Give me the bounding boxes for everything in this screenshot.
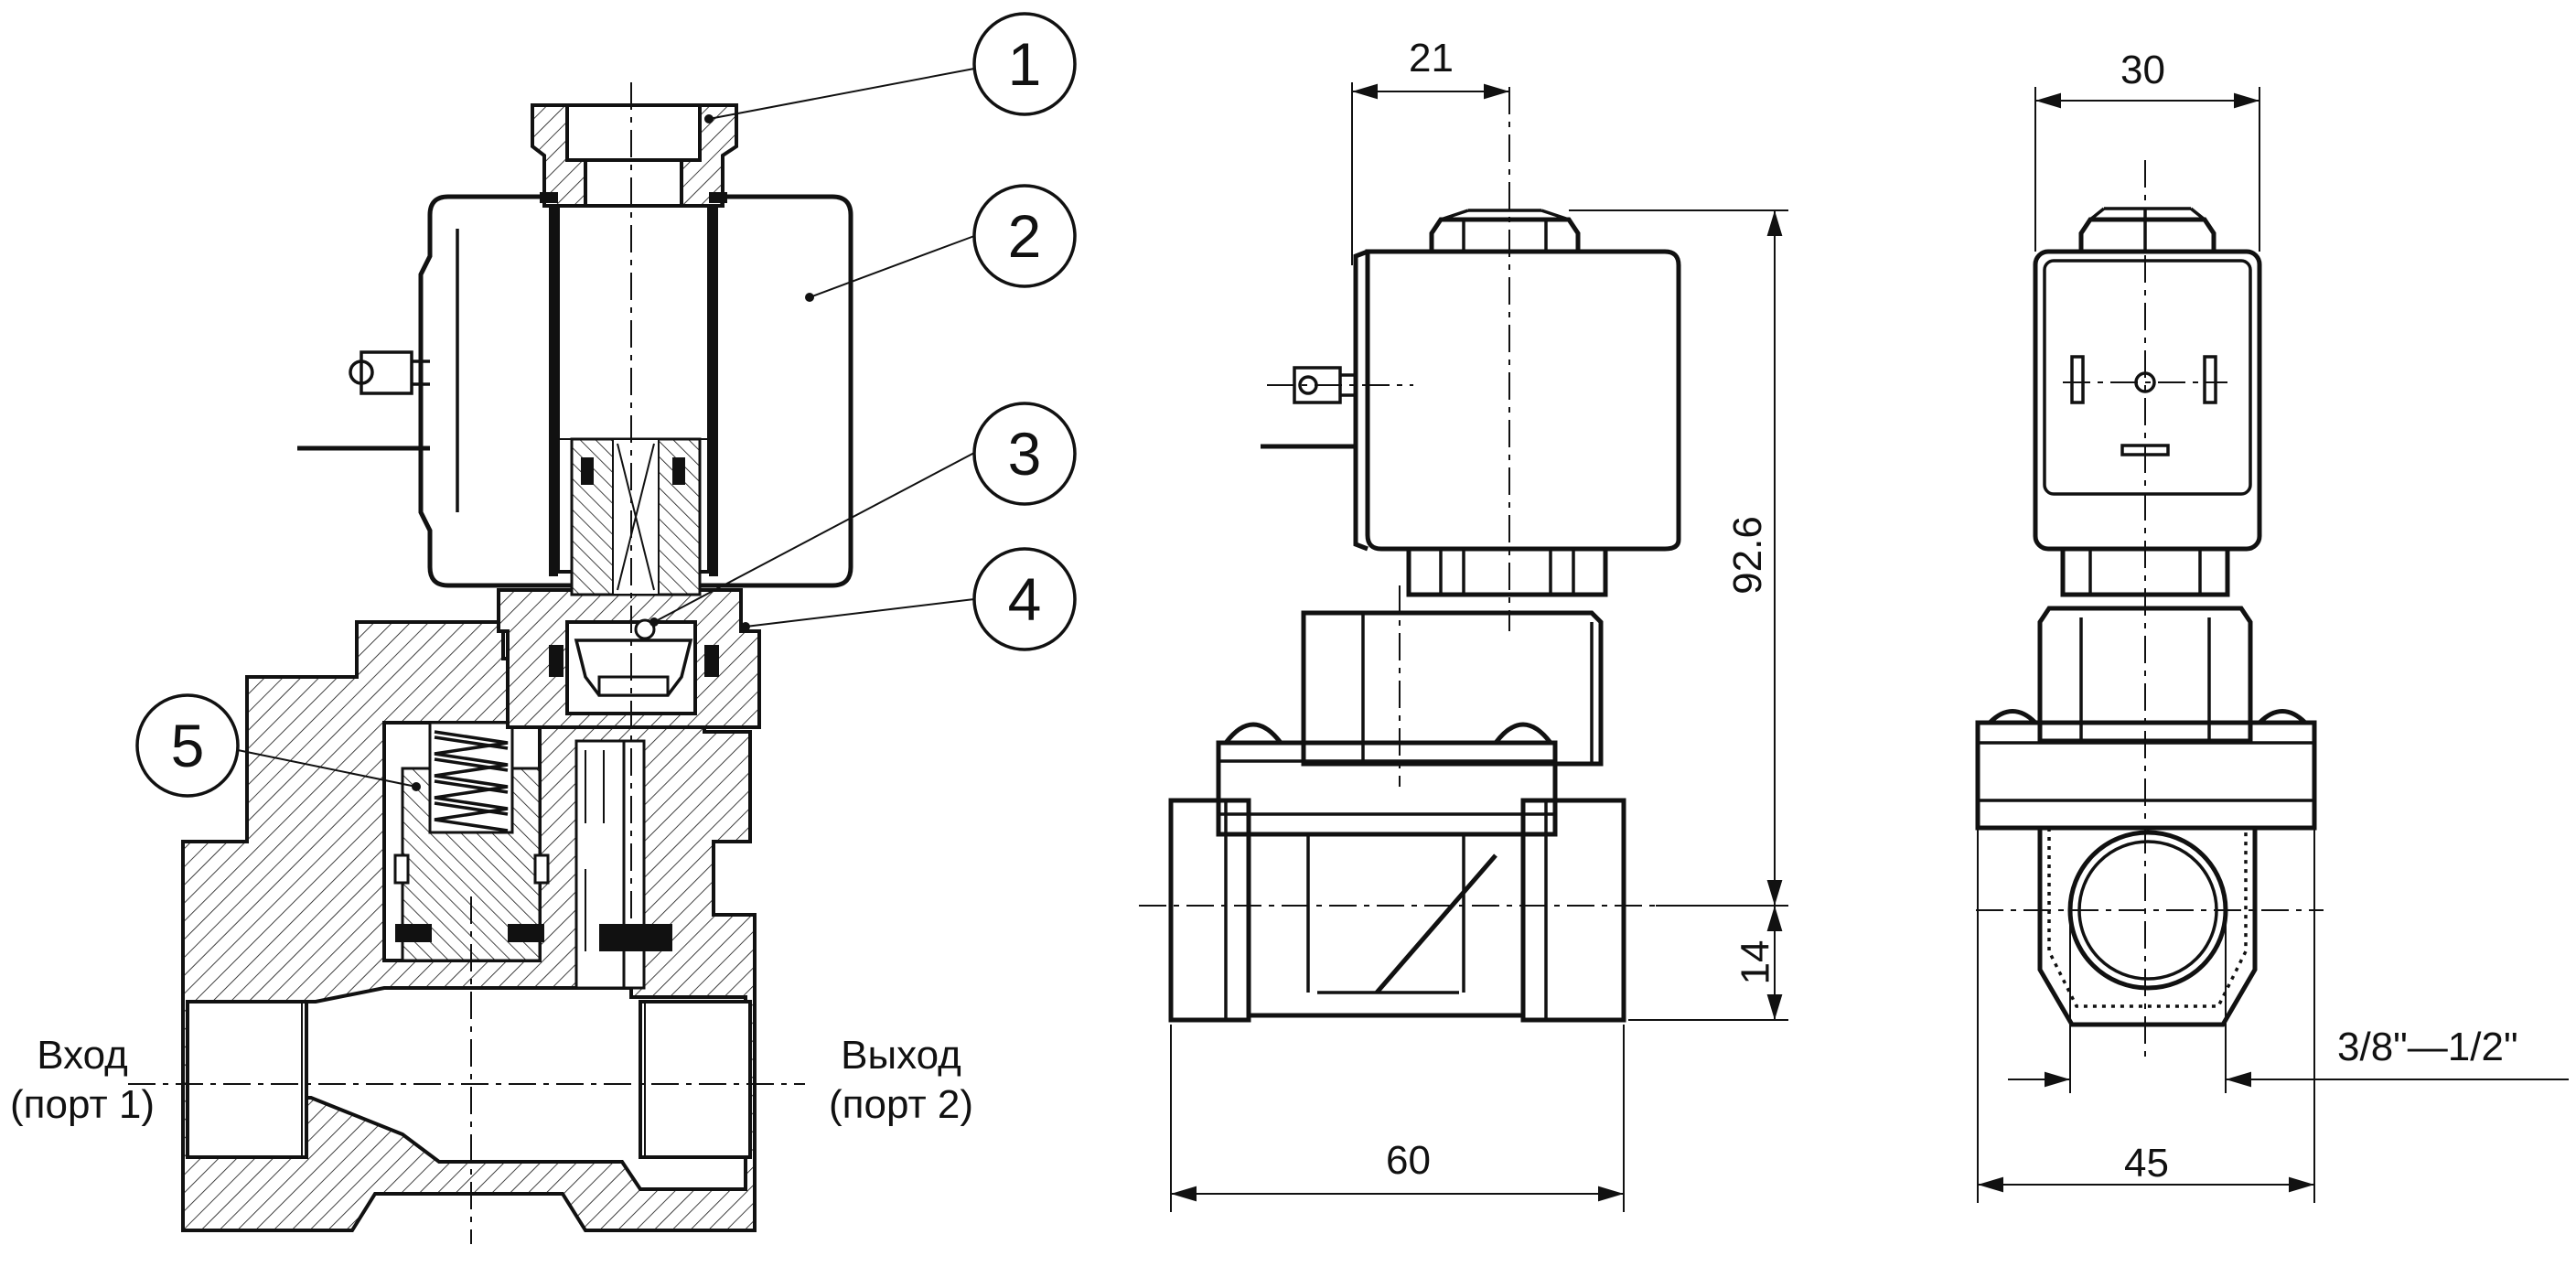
callout-4: 4 <box>1007 565 1042 633</box>
dimension-side-length: 60 <box>1386 1138 1431 1183</box>
dimension-side-height: 92.6 <box>1724 516 1770 595</box>
callout-3: 3 <box>1007 420 1042 488</box>
section-view <box>128 82 853 1244</box>
pilot-seat <box>549 618 719 697</box>
dimension-front-top: 30 <box>2120 48 2165 92</box>
terminal-connector <box>297 350 430 451</box>
inlet-label: Вход (порт 1) <box>0 1031 165 1130</box>
callout-2: 2 <box>1007 202 1042 270</box>
outlet-label-line2: (порт 2) <box>829 1082 973 1127</box>
coil-housing <box>418 194 853 588</box>
dimension-front-width: 45 <box>2124 1141 2169 1186</box>
side-view <box>1139 82 1788 1212</box>
flow-passage <box>190 986 747 1191</box>
front-view <box>1975 87 2569 1203</box>
outlet-label: Выход (порт 2) <box>810 1031 993 1130</box>
outlet-label-line1: Выход <box>841 1033 961 1078</box>
inlet-port-cavity <box>186 1000 308 1159</box>
spring <box>428 721 514 834</box>
inlet-label-line1: Вход <box>37 1033 128 1078</box>
inlet-label-line2: (порт 1) <box>10 1082 155 1127</box>
dimension-side-pipe-offset: 14 <box>1733 939 1778 985</box>
dimension-front-thread: 3/8"—1/2" <box>2337 1025 2518 1069</box>
dimension-side-top: 21 <box>1409 36 1454 80</box>
callout-5: 5 <box>170 712 205 779</box>
outlet-port-cavity <box>639 1000 752 1159</box>
callout-circles <box>135 12 1077 798</box>
callout-1: 1 <box>1007 30 1042 98</box>
callout-leaders <box>237 68 975 788</box>
